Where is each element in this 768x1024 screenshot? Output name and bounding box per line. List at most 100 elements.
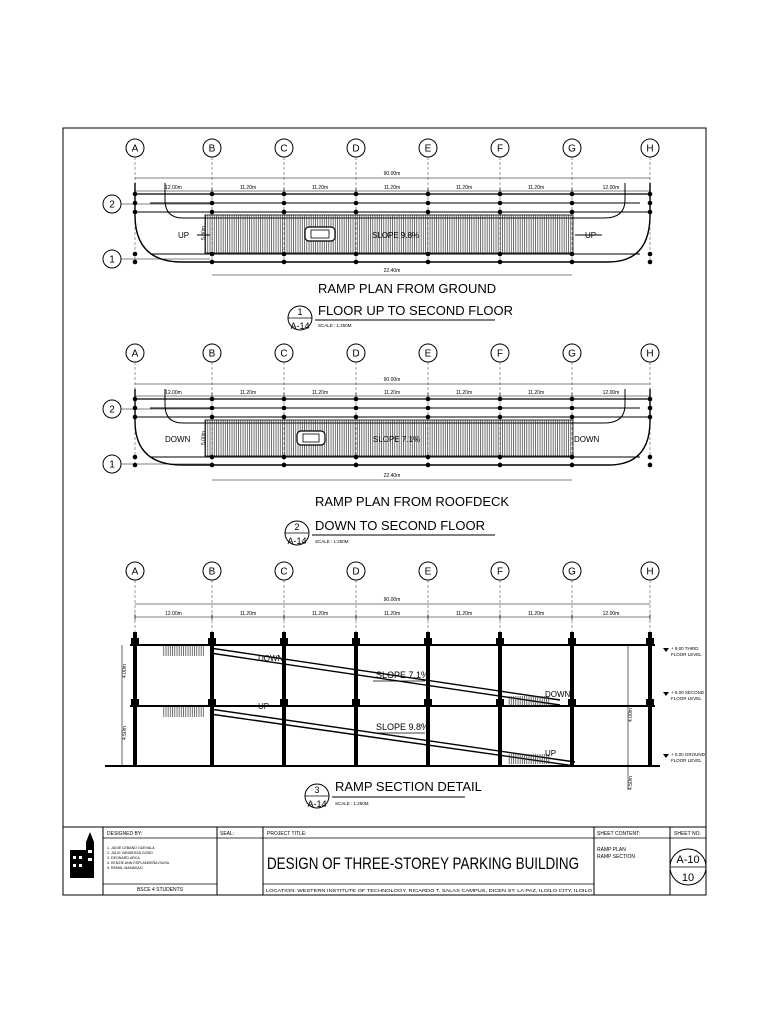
- svg-text:FLOOR LEVEL: FLOOR LEVEL: [671, 758, 702, 763]
- span-dimension: 12.00m: [603, 390, 620, 396]
- ramp-hatch: [204, 419, 574, 457]
- sheet-count: 10: [682, 872, 694, 884]
- column-marker: [647, 414, 653, 420]
- column-marker: [281, 259, 287, 265]
- column-cap: [352, 699, 360, 706]
- column-marker: [353, 405, 359, 411]
- column-cap: [280, 699, 288, 706]
- column-marker: [569, 405, 575, 411]
- column-cap: [496, 699, 504, 706]
- hatch-stub: [162, 646, 204, 656]
- seal-label: SEAL:: [220, 831, 234, 837]
- detail-number: 3: [314, 785, 319, 795]
- column-bubble-H: H: [640, 343, 660, 465]
- row-bubble-2: 2: [102, 399, 210, 419]
- column-bubble-F: F: [490, 343, 510, 465]
- span-dimension: 11.20m: [312, 390, 328, 396]
- detail-number: 1: [297, 307, 302, 317]
- column-label: G: [568, 349, 576, 360]
- sheet-content-label: SHEET CONTENT:: [597, 831, 640, 837]
- project-title: DESIGN OF THREE-STOREY PARKING BUILDING: [267, 854, 579, 873]
- arrow-up-left: UP: [178, 231, 189, 240]
- sheet-number: A-10: [676, 854, 699, 866]
- column-bubble-A: A: [125, 561, 145, 640]
- column-dots: [132, 191, 653, 265]
- column-marker: [647, 200, 653, 206]
- column-marker: [425, 405, 431, 411]
- ramp-outer-edge: [134, 183, 651, 263]
- column-marker: [132, 251, 138, 257]
- column-marker: [353, 462, 359, 468]
- column-marker: [647, 396, 653, 402]
- sheet-border: [62, 127, 707, 896]
- detail-sheet-ref: A-14: [287, 536, 306, 546]
- column-marker: [425, 200, 431, 206]
- column-marker: [647, 209, 653, 215]
- column-marker: [569, 191, 575, 197]
- column-dots: [132, 396, 653, 468]
- svg-text:2. JULIE VANNESSA GOBO: 2. JULIE VANNESSA GOBO: [107, 851, 153, 855]
- column-marker: [132, 259, 138, 265]
- column-label: C: [280, 144, 287, 155]
- column-cap: [424, 699, 432, 706]
- column-bubble-D: D: [346, 561, 366, 640]
- span-dimension: 11.20m: [528, 185, 544, 191]
- svg-text:FLOOR LEVEL: FLOOR LEVEL: [671, 696, 702, 701]
- upper-ramp-bottom: [209, 652, 561, 706]
- span-dimension: 12.00m: [603, 611, 620, 617]
- overall-dimension: 90.00m: [384, 597, 401, 603]
- column-marker: [497, 462, 503, 468]
- overall-dimension: 90.00m: [384, 377, 401, 383]
- column-label: D: [352, 349, 359, 360]
- column-bubble-D: D: [346, 138, 366, 262]
- column-marker: [497, 251, 503, 257]
- svg-text:+ 9.00 THIRD: + 9.00 THIRD: [671, 646, 699, 651]
- column-marker: [569, 209, 575, 215]
- span-dimension: 11.20m: [240, 611, 256, 617]
- column-marker: [569, 414, 575, 420]
- arrow-down-left: DOWN: [165, 435, 191, 444]
- detail-number: 2: [294, 522, 299, 532]
- column-bubble-E: E: [418, 138, 438, 262]
- column-marker: [353, 251, 359, 257]
- column-marker: [497, 200, 503, 206]
- sheet-content-1: RAMP PLAN: [597, 847, 626, 853]
- plan-title-line1: RAMP PLAN FROM GROUND: [318, 281, 496, 296]
- column-bubble-A: A: [125, 138, 145, 262]
- car-symbol: [304, 226, 336, 242]
- detail-sheet-ref: A-14: [307, 799, 326, 809]
- column-marker: [569, 396, 575, 402]
- span-dimension: 11.20m: [456, 611, 472, 617]
- column-marker: [425, 259, 431, 265]
- column-marker: [425, 462, 431, 468]
- column-marker: [647, 405, 653, 411]
- up-label: UP: [258, 702, 269, 711]
- column-bubble-B: B: [202, 561, 222, 640]
- column-marker: [569, 259, 575, 265]
- up-label: UP: [545, 749, 556, 758]
- bottom-dimension: 22.40m: [384, 473, 401, 479]
- down-label: DOWN: [258, 654, 284, 663]
- column-label: E: [425, 567, 432, 578]
- designed-by-label: DESIGNED BY:: [107, 831, 142, 837]
- column-marker: [132, 414, 138, 420]
- column-marker: [497, 191, 503, 197]
- column-marker: [132, 200, 138, 206]
- column-bubble-G: G: [562, 138, 582, 262]
- column-label: A: [132, 144, 139, 155]
- group-label: BSCE 4 STUDENTS: [137, 887, 184, 893]
- column-marker: [281, 405, 287, 411]
- svg-text:FLOOR LEVEL: FLOOR LEVEL: [671, 652, 702, 657]
- span-dimension: 12.00m: [165, 390, 182, 396]
- side-dimension: 5.00m: [201, 226, 207, 240]
- span-dimension: 11.20m: [240, 390, 256, 396]
- column-marker: [132, 191, 138, 197]
- column-label: E: [425, 144, 432, 155]
- column-marker: [281, 209, 287, 215]
- svg-text:3. DEONARD ARCA: 3. DEONARD ARCA: [107, 856, 140, 860]
- title-block: DESIGNED BY: 1. JUDIE LEBANO GUEVALA 2. …: [63, 826, 707, 895]
